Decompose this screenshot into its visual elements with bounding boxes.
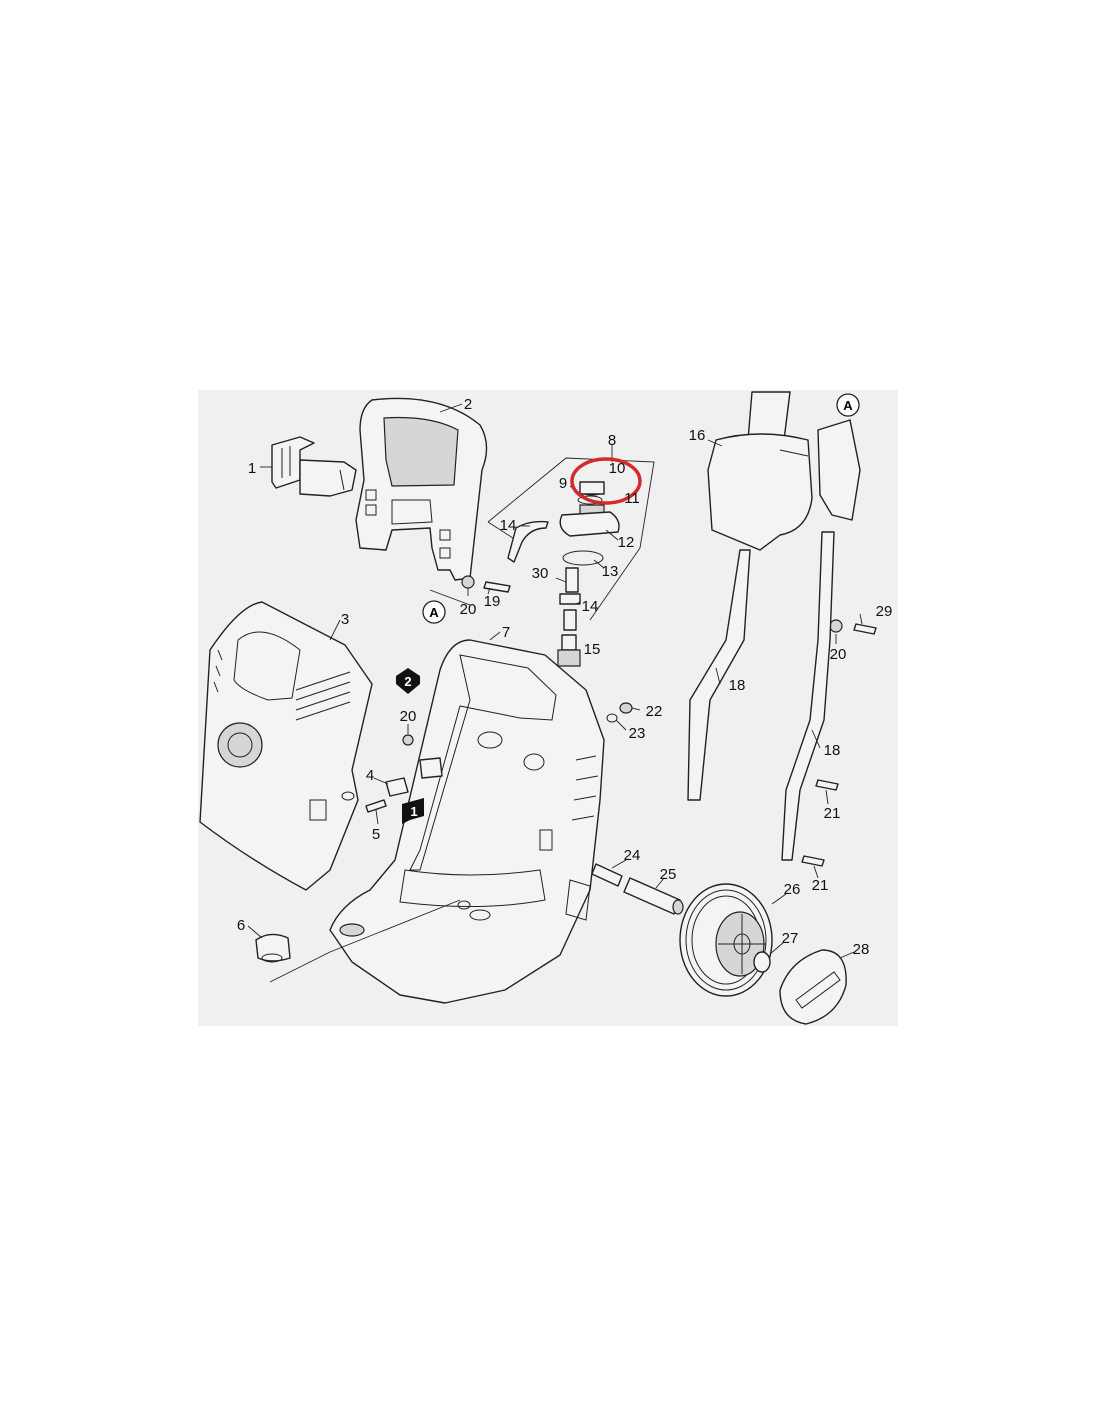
part-24-25-axle xyxy=(591,863,684,915)
callout-1: 1 xyxy=(248,460,256,477)
part-16-handle-top xyxy=(707,391,861,551)
leader-lines xyxy=(247,403,863,983)
callout-5: 5 xyxy=(372,826,380,843)
callout-18-right: 18 xyxy=(824,742,841,759)
callout-15: 15 xyxy=(584,641,601,658)
part-18-bars xyxy=(687,531,835,861)
highlight-ring xyxy=(570,457,642,505)
callout-3: 3 xyxy=(341,611,349,628)
marker-a-left: A xyxy=(422,600,446,624)
part-1-holder xyxy=(271,436,357,497)
marker-step-2: 2 xyxy=(396,668,420,694)
callout-6: 6 xyxy=(237,917,245,934)
callout-29: 29 xyxy=(876,603,893,620)
svg-text:2: 2 xyxy=(404,674,411,689)
callout-8: 8 xyxy=(608,432,616,449)
callout-14-bottom: 14 xyxy=(582,598,599,615)
callout-19: 19 xyxy=(484,593,501,610)
callout-20-b: 20 xyxy=(400,708,417,725)
part-8-cap-assembly xyxy=(487,457,655,667)
part-3-cover xyxy=(199,601,373,891)
small-hardware xyxy=(255,575,877,963)
callout-9: 9 xyxy=(559,475,567,492)
callout-16: 16 xyxy=(689,427,706,444)
callout-13: 13 xyxy=(602,563,619,580)
callout-labels: 1 2 3 4 5 6 7 8 9 10 11 12 13 14 14 15 1… xyxy=(237,396,893,958)
part-26-wheel xyxy=(679,883,773,997)
callout-21-b: 21 xyxy=(812,877,829,894)
callout-28: 28 xyxy=(853,941,870,958)
svg-text:A: A xyxy=(429,605,439,620)
svg-text:A: A xyxy=(843,398,853,413)
callout-26: 26 xyxy=(784,881,801,898)
callout-23: 23 xyxy=(629,725,646,742)
callout-22: 22 xyxy=(646,703,663,720)
callout-18-left: 18 xyxy=(729,677,746,694)
part-2-handle-frame xyxy=(355,397,488,581)
part-7-main-body xyxy=(329,639,605,1004)
callout-21-a: 21 xyxy=(824,805,841,822)
callout-12: 12 xyxy=(618,534,635,551)
callout-7: 7 xyxy=(502,624,510,641)
callout-10: 10 xyxy=(609,460,626,477)
callout-20-a: 20 xyxy=(460,601,477,618)
part-27-28-hubcap xyxy=(753,949,847,1025)
callout-2: 2 xyxy=(464,396,472,413)
callout-25: 25 xyxy=(660,866,677,883)
marker-a-right: A xyxy=(836,393,860,417)
callout-4: 4 xyxy=(366,767,374,784)
callout-20-c: 20 xyxy=(830,646,847,663)
callout-27: 27 xyxy=(782,930,799,947)
callout-30: 30 xyxy=(532,565,549,582)
svg-text:1: 1 xyxy=(410,804,417,819)
callout-11: 11 xyxy=(624,490,640,507)
marker-step-1: 1 xyxy=(402,798,424,824)
callout-24: 24 xyxy=(624,847,641,864)
callout-14-top: 14 xyxy=(500,517,517,534)
